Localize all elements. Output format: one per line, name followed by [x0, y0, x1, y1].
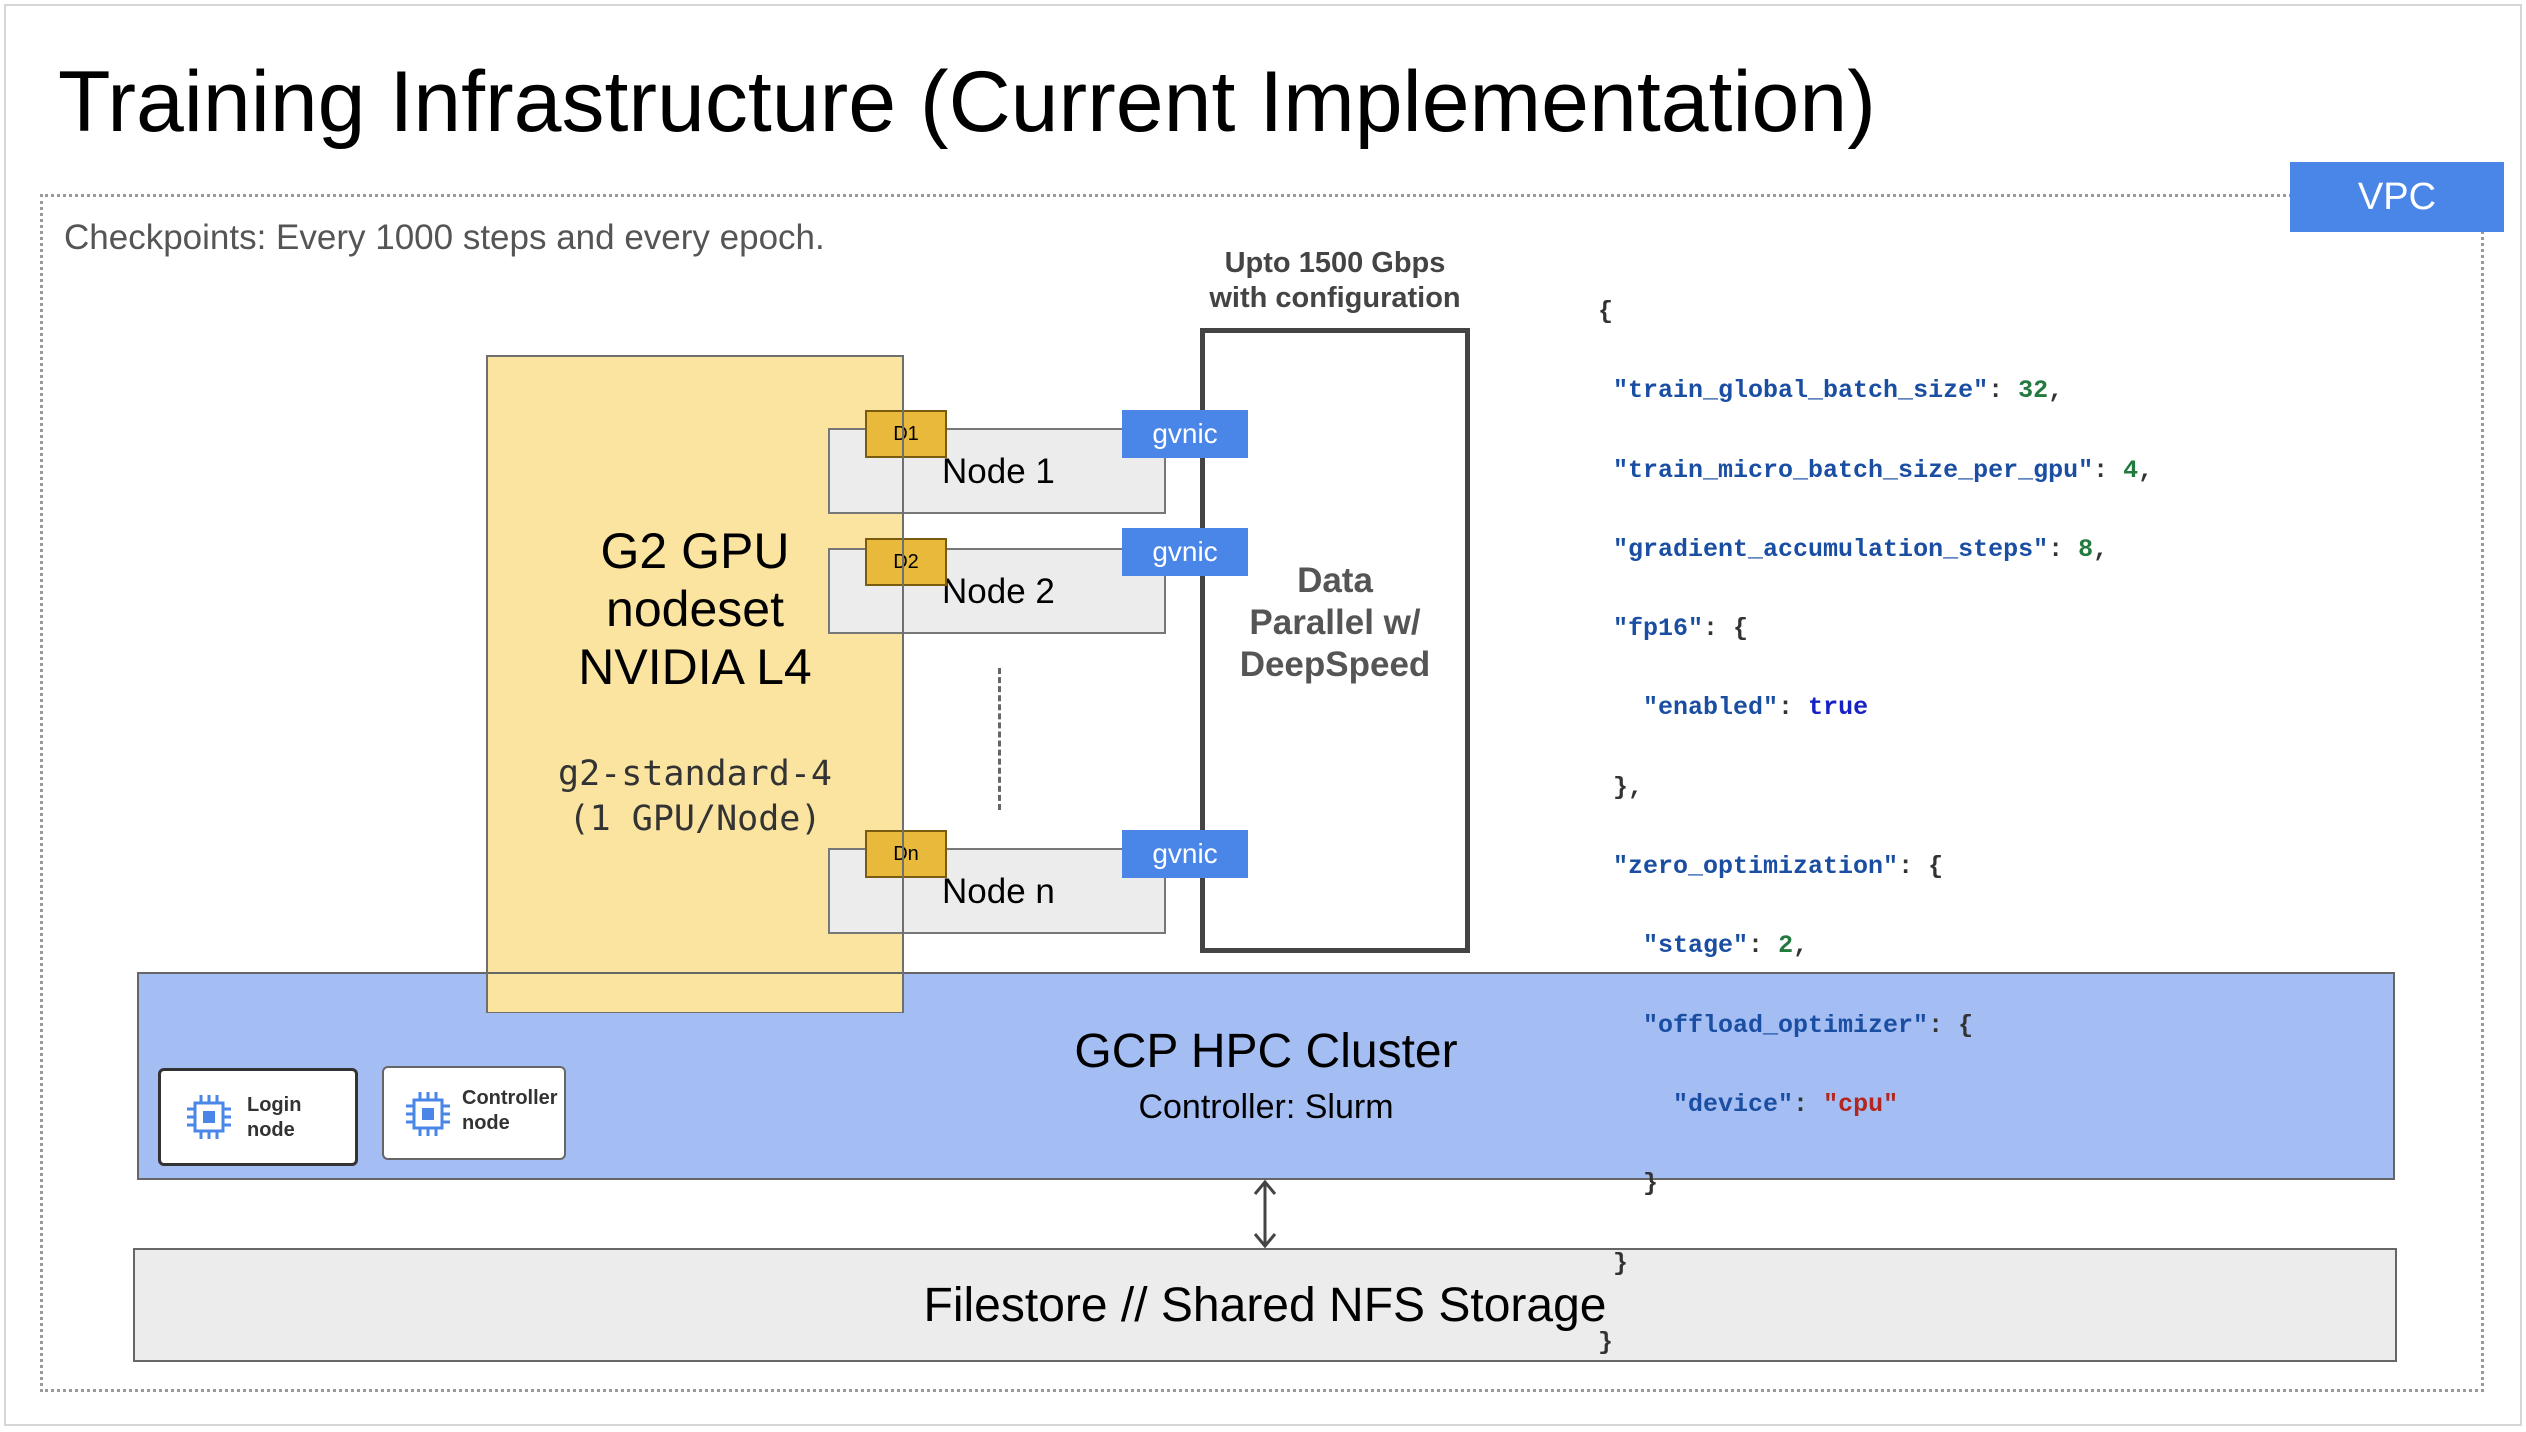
- login-node-line-1: Login: [247, 1094, 302, 1116]
- slide-title: Training Infrastructure (Current Impleme…: [58, 54, 1876, 150]
- deepspeed-config-code: { "train_global_batch_size": 32, "train_…: [1598, 258, 2153, 1397]
- code-key: "stage": [1643, 931, 1749, 961]
- nodeset-title-line-2: nodeset: [606, 581, 784, 637]
- machine-type: g2-standard-4: [558, 754, 832, 794]
- code-key: "train_global_batch_size": [1613, 376, 1989, 406]
- code-key: "zero_optimization": [1613, 852, 1899, 882]
- code-value: 2: [1778, 931, 1794, 961]
- data-parallel-line-3: DeepSpeed: [1239, 645, 1431, 684]
- code-line: "enabled": true: [1643, 693, 1869, 723]
- code-value: 4: [2123, 455, 2139, 485]
- code-key: "fp16": [1613, 614, 1704, 644]
- gvnic-n: gvnic: [1122, 830, 1248, 878]
- code-line: "stage": 2,: [1643, 931, 1809, 961]
- node-1-label: Node 1: [942, 452, 1055, 491]
- gpu-nodeset-overlap-fill: [488, 974, 902, 1012]
- controller-node-card: Controller node: [382, 1066, 566, 1160]
- node-n-label: Node n: [942, 872, 1055, 911]
- gpu-nodeset-overlap: [486, 355, 904, 1013]
- filestore-box: [133, 1248, 2397, 1362]
- bandwidth-note: Upto 1500 Gbps with configuration: [1170, 246, 1500, 316]
- compute-chip-icon: [187, 1095, 231, 1139]
- cluster-title: GCP HPC Cluster: [1074, 1025, 1458, 1078]
- code-value: "cpu": [1823, 1089, 1899, 1119]
- checkpoints-note: Checkpoints: Every 1000 steps and every …: [64, 218, 825, 257]
- bandwidth-line-1: Upto 1500 Gbps: [1224, 247, 1446, 279]
- device-chip-d2: D2: [865, 538, 947, 586]
- gvnic-2: gvnic: [1122, 528, 1248, 576]
- ellipsis-divider: [998, 668, 1001, 810]
- node-2-label: Node 2: [942, 572, 1055, 611]
- code-key: "offload_optimizer": [1643, 1010, 1929, 1040]
- code-key: "gradient_accumulation_steps": [1613, 534, 2049, 564]
- filestore-label: Filestore // Shared NFS Storage: [923, 1279, 1607, 1332]
- bidirectional-arrow-icon: [1253, 1179, 1277, 1249]
- compute-chip-icon: [406, 1092, 450, 1136]
- bandwidth-line-2: with configuration: [1209, 282, 1461, 314]
- controller-node-label: Controller node: [462, 1086, 558, 1136]
- code-value: true: [1808, 693, 1869, 723]
- code-value: 8: [2078, 534, 2094, 564]
- code-line: "offload_optimizer": {: [1643, 1010, 1974, 1040]
- login-node-card: Login node: [158, 1068, 358, 1166]
- code-line: },: [1598, 772, 1644, 802]
- slide-frame: [4, 4, 2522, 1426]
- login-node-line-2: node: [247, 1119, 295, 1141]
- code-line: }: [1598, 1318, 2153, 1368]
- code-key: "device": [1673, 1089, 1794, 1119]
- gvnic-1: gvnic: [1122, 410, 1248, 458]
- controller-node-line-2: node: [462, 1112, 510, 1134]
- code-line: "zero_optimization": {: [1613, 852, 1944, 882]
- code-line: "gradient_accumulation_steps": 8,: [1613, 534, 2109, 564]
- controller-node-line-1: Controller: [462, 1087, 558, 1109]
- nodeset-title-line-1: G2 GPU: [600, 523, 790, 579]
- device-chip-dn: Dn: [865, 830, 947, 878]
- cluster-subtitle: Controller: Slurm: [1138, 1088, 1394, 1126]
- device-chip-d1: D1: [865, 410, 947, 458]
- data-parallel-line-2: Parallel w/: [1249, 603, 1421, 642]
- vpc-boundary: [40, 194, 2484, 1392]
- code-line: {: [1598, 287, 2153, 337]
- login-node-label: Login node: [247, 1093, 301, 1143]
- code-key: "train_micro_batch_size_per_gpu": [1613, 455, 2094, 485]
- nodeset-title-line-3: NVIDIA L4: [578, 639, 812, 695]
- data-parallel-label: Data Parallel w/ DeepSpeed: [1205, 560, 1465, 686]
- gpus-per-node: (1 GPU/Node): [568, 799, 822, 839]
- data-parallel-line-1: Data: [1297, 561, 1373, 600]
- gpu-nodeset-title: G2 GPU nodeset NVIDIA L4: [486, 522, 904, 696]
- machine-spec: g2-standard-4 (1 GPU/Node): [486, 752, 904, 842]
- code-line: "device": "cpu": [1673, 1089, 1899, 1119]
- code-line: }: [1598, 1248, 1629, 1278]
- code-line: }: [1598, 1169, 1659, 1199]
- code-line: "train_micro_batch_size_per_gpu": 4,: [1613, 455, 2154, 485]
- code-brace: {: [1598, 297, 1614, 326]
- code-brace: }: [1598, 1327, 1614, 1357]
- code-value: 32: [2018, 376, 2049, 406]
- code-key: "enabled": [1643, 693, 1779, 723]
- data-parallel-box: [1200, 328, 1470, 953]
- code-line: "fp16": {: [1613, 614, 1749, 644]
- code-line: "train_global_batch_size": 32,: [1613, 376, 2064, 406]
- vpc-label: VPC: [2290, 162, 2504, 232]
